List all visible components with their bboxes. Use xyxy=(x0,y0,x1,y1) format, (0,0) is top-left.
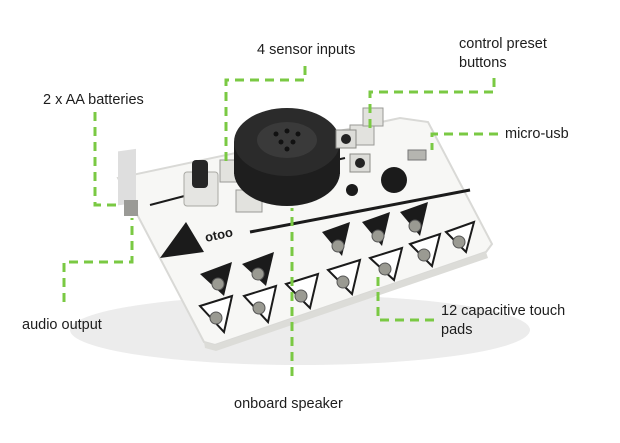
leader-micro-usb xyxy=(430,132,498,150)
label-audio-output: audio output xyxy=(22,316,102,335)
leader-lines xyxy=(62,66,498,376)
sensor-connector-icon xyxy=(219,107,384,213)
board-shadow xyxy=(70,295,530,365)
label-audio-output-text: audio output xyxy=(22,317,102,333)
triangle-logo-icon xyxy=(160,222,204,258)
striped-emblem-icon xyxy=(381,167,407,193)
jack-icon xyxy=(124,200,138,216)
label-touch-pads: 12 capacitive touch pads xyxy=(441,302,565,340)
label-touch-pads-line1: 12 capacitive touch xyxy=(441,303,566,319)
label-control-preset-line1: control preset xyxy=(459,36,547,52)
usb-port-icon xyxy=(407,149,427,161)
touch-pad-icon xyxy=(198,220,476,335)
leader-touch-pads xyxy=(376,272,434,322)
label-onboard-speaker: onboard speaker xyxy=(234,395,343,414)
label-micro-usb-text: micro-usb xyxy=(505,126,569,142)
leader-control-preset xyxy=(368,78,496,132)
leader-batteries xyxy=(93,112,120,207)
board-edge xyxy=(204,252,488,351)
label-control-preset-line2: buttons xyxy=(459,55,507,71)
label-batteries-text: 2 x AA batteries xyxy=(43,92,144,108)
circuit-board: otoo xyxy=(116,107,494,351)
leader-audio-output xyxy=(62,218,134,302)
leader-sensor-inputs xyxy=(224,66,307,166)
small-led-icon xyxy=(346,184,358,196)
knob-icon xyxy=(183,160,219,207)
brand-mark-icon: otoo xyxy=(204,224,235,245)
battery-holder xyxy=(118,148,136,206)
board-trace xyxy=(249,188,471,234)
label-sensor-inputs: 4 sensor inputs xyxy=(257,41,355,60)
label-onboard-speaker-text: onboard speaker xyxy=(234,396,343,412)
label-sensor-inputs-text: 4 sensor inputs xyxy=(257,42,356,58)
label-control-preset-buttons: control preset buttons xyxy=(459,35,547,73)
label-batteries: 2 x AA batteries xyxy=(43,91,144,110)
button-icon xyxy=(335,129,371,173)
label-touch-pads-line2: pads xyxy=(441,322,473,338)
label-micro-usb: micro-usb xyxy=(505,125,569,144)
touch-pad-contact xyxy=(209,219,466,325)
speaker-icon xyxy=(234,108,340,206)
